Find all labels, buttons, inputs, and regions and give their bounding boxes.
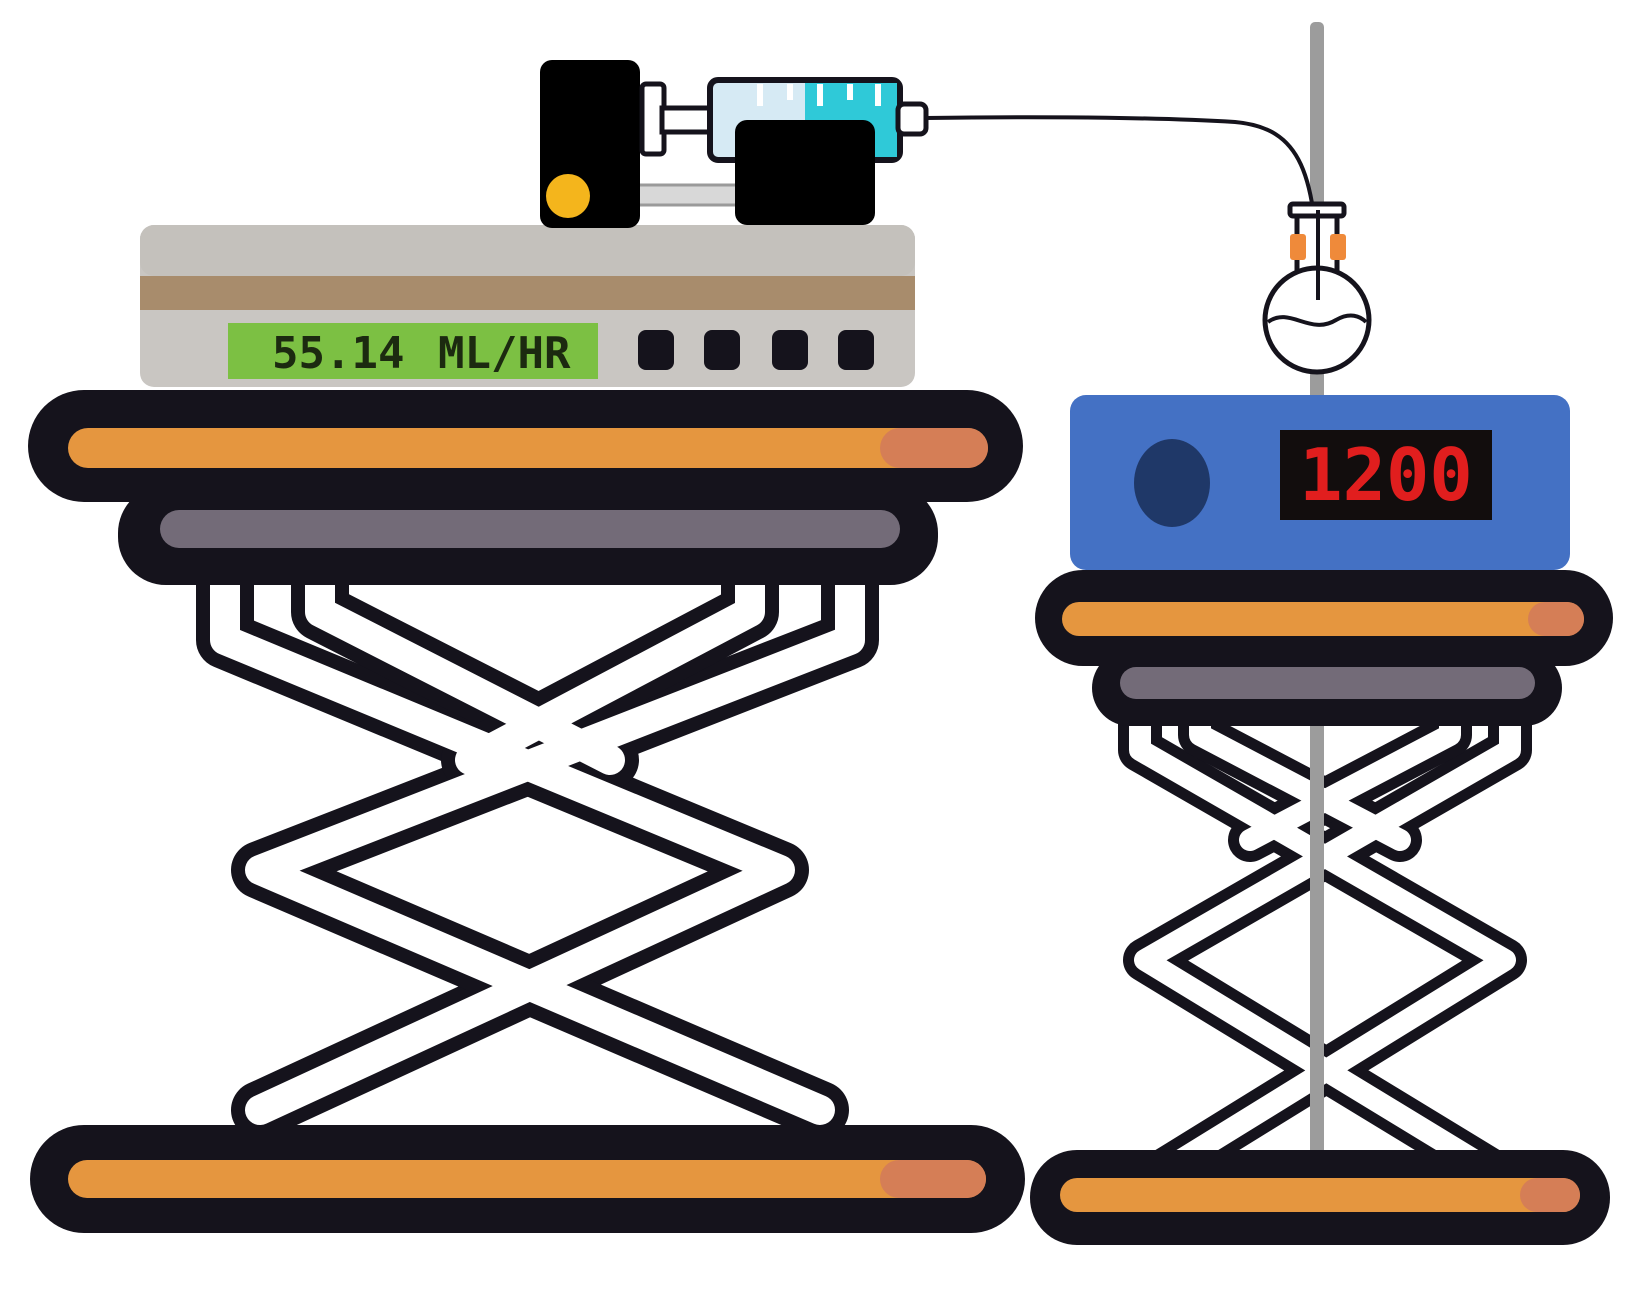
small-lift-base-end bbox=[1520, 1178, 1580, 1212]
pump-button-1[interactable] bbox=[638, 330, 674, 370]
pump-body-top bbox=[140, 225, 915, 276]
pump-guide-rail bbox=[628, 183, 742, 207]
syringe-scale-marks bbox=[757, 84, 881, 106]
hotplate-display bbox=[1280, 430, 1492, 520]
syringe-pump: 55.14 ML/HR bbox=[140, 60, 929, 387]
pump-rate-unit: ML/HR bbox=[438, 328, 571, 379]
small-lift-shelf bbox=[1120, 667, 1535, 699]
flask-liquid-line bbox=[1266, 313, 1368, 327]
large-lift-base-end bbox=[880, 1160, 986, 1198]
pump-button-3[interactable] bbox=[772, 330, 808, 370]
stand-rod-front bbox=[1310, 700, 1324, 1158]
pump-rate-value: 55.14 bbox=[272, 328, 404, 379]
pump-indicator-light bbox=[546, 174, 590, 218]
pump-lcd bbox=[228, 323, 598, 379]
large-lift-top bbox=[68, 428, 988, 468]
small-lift-top bbox=[1062, 602, 1584, 636]
hot-plate-stirrer: 1200 bbox=[1070, 395, 1570, 570]
syringe-holder-clamp bbox=[735, 120, 875, 225]
large-lift-legs-inner bbox=[210, 565, 865, 1125]
flask-clamp-left bbox=[1290, 234, 1306, 260]
large-lift-shelf bbox=[160, 510, 900, 548]
large-scissor-lift bbox=[28, 390, 1025, 1233]
small-lift-base bbox=[1060, 1178, 1580, 1212]
flask-clamp-right bbox=[1330, 234, 1346, 260]
pump-button-2[interactable] bbox=[704, 330, 740, 370]
small-scissor-lift bbox=[1030, 570, 1613, 1245]
pump-stripe bbox=[140, 276, 915, 310]
pump-button-4[interactable] bbox=[838, 330, 874, 370]
round-bottom-flask bbox=[1262, 201, 1372, 375]
tubing bbox=[925, 115, 1320, 301]
hotplate-knob[interactable] bbox=[1134, 439, 1210, 527]
syringe-plunger-rod bbox=[659, 105, 715, 135]
large-lift-base bbox=[68, 1160, 986, 1198]
small-lift-top-end bbox=[1528, 602, 1584, 636]
hotplate-display-value: 1200 bbox=[1299, 433, 1472, 517]
large-lift-top-end bbox=[880, 428, 988, 468]
syringe-tip-hub bbox=[895, 101, 929, 137]
